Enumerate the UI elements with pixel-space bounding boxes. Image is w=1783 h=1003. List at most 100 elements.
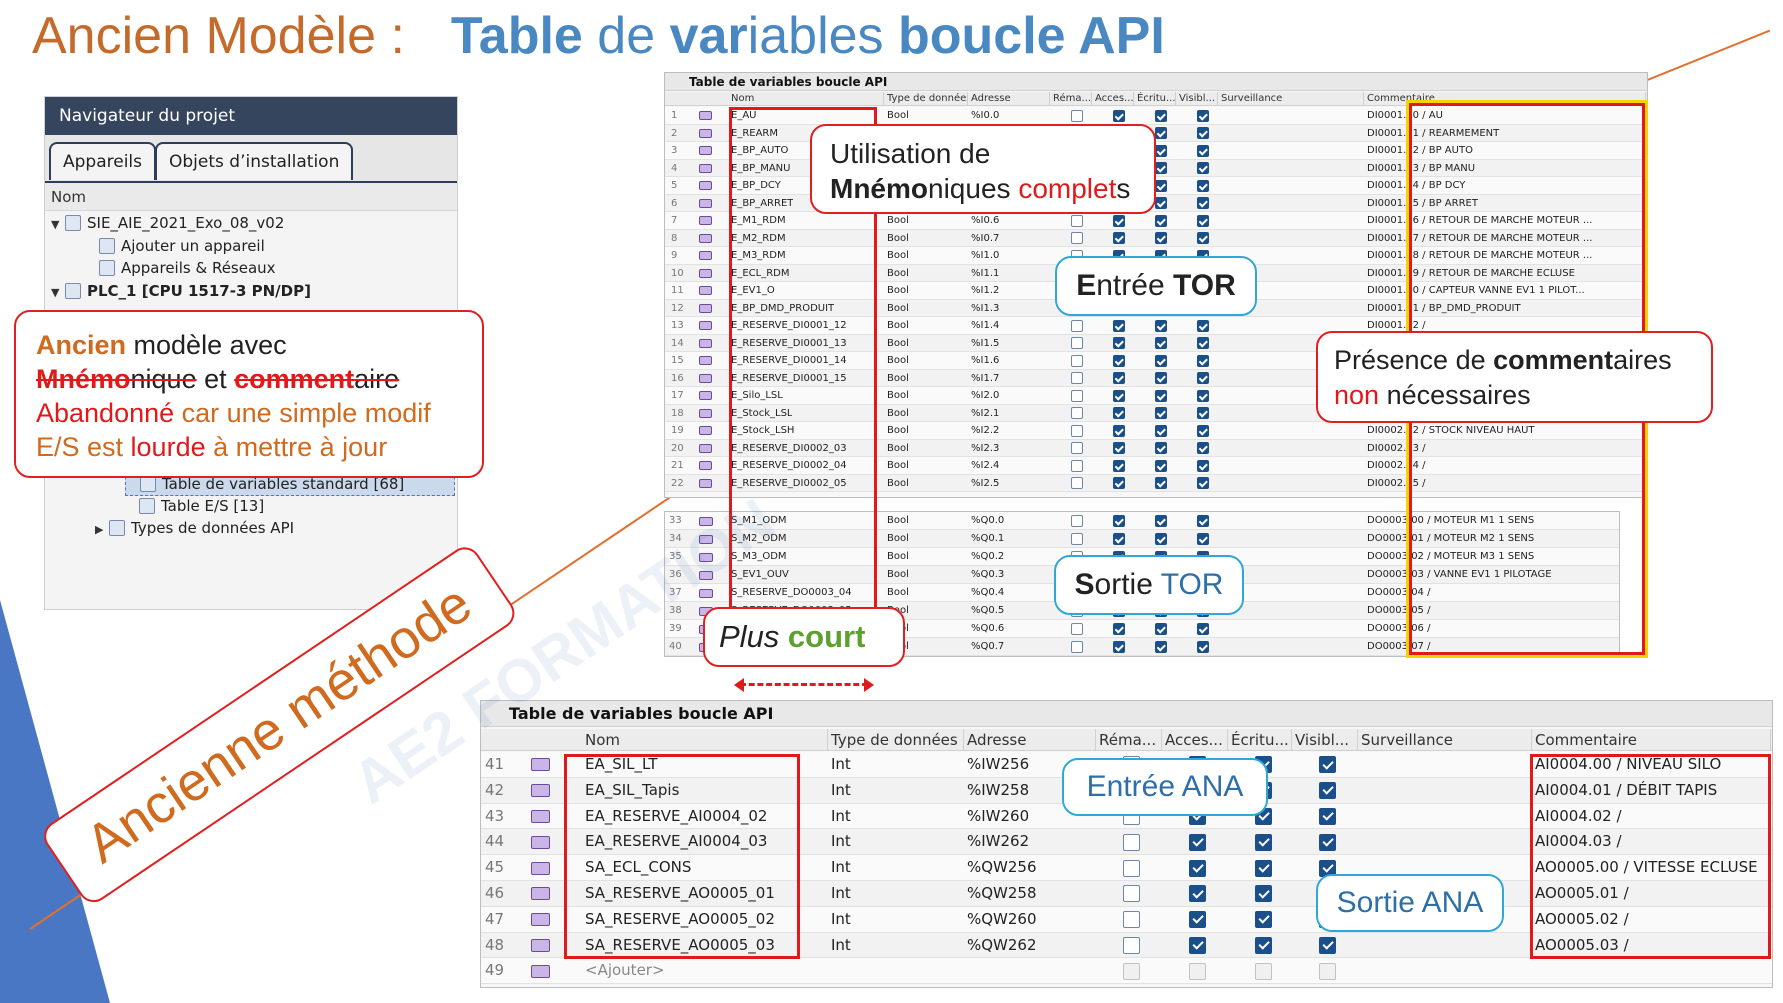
visible-checkbox[interactable] [1197, 337, 1209, 350]
visible-checkbox[interactable] [1197, 459, 1209, 472]
tag-name[interactable]: E_RESERVE_DI0001_12 [731, 320, 847, 331]
tag-type[interactable]: Int [831, 935, 851, 954]
tag-name[interactable]: SA_ECL_CONS [585, 858, 692, 877]
visible-checkbox[interactable] [1319, 782, 1336, 800]
accessible-checkbox[interactable] [1113, 214, 1125, 227]
accessible-checkbox[interactable] [1113, 407, 1125, 420]
visible-checkbox[interactable] [1197, 162, 1209, 175]
tag-address[interactable]: %I2.4 [971, 460, 1000, 471]
writable-checkbox[interactable] [1155, 232, 1167, 245]
tag-type[interactable]: Int [831, 858, 851, 877]
tag-name[interactable]: EA_SIL_Tapis [585, 780, 680, 799]
accessible-checkbox[interactable] [1113, 109, 1125, 122]
tag-comment[interactable]: DI0002.05 / [1367, 477, 1426, 489]
tag-name[interactable]: E_M1_RDM [731, 215, 786, 226]
tag-type[interactable]: Bool [887, 250, 909, 261]
tag-comment[interactable]: DO0003.03 / VANNE EV1 1 PILOTAGE [1367, 569, 1552, 580]
tag-type[interactable]: Bool [887, 302, 909, 314]
tag-address[interactable]: %I1.2 [971, 285, 1000, 296]
tag-type[interactable]: Bool [887, 390, 909, 401]
writable-checkbox[interactable] [1255, 859, 1272, 877]
tag-comment[interactable]: DI0001.04 / BP DCY [1367, 180, 1466, 191]
tag-type[interactable]: Bool [887, 551, 909, 562]
tag-address[interactable]: %I2.3 [971, 442, 1000, 454]
retain-checkbox[interactable] [1071, 623, 1083, 635]
column-header[interactable]: Nom [582, 729, 828, 750]
tag-address[interactable]: %IW258 [967, 780, 1030, 799]
writable-checkbox[interactable] [1155, 127, 1167, 140]
visible-checkbox[interactable] [1319, 936, 1336, 954]
tag-name[interactable]: SA_RESERVE_AO0005_02 [585, 909, 775, 928]
column-header[interactable]: Acces... [1162, 729, 1228, 750]
column-header[interactable]: Surveillance [1218, 92, 1364, 105]
writable-checkbox[interactable] [1155, 337, 1167, 350]
accessible-checkbox[interactable] [1113, 533, 1125, 545]
writable-checkbox[interactable] [1155, 109, 1167, 122]
tag-name[interactable]: E_RESERVE_DI0001_15 [731, 372, 847, 384]
accessible-checkbox[interactable] [1189, 962, 1206, 980]
visible-checkbox[interactable] [1197, 144, 1209, 157]
visible-checkbox[interactable] [1197, 641, 1209, 653]
tag-comment[interactable]: AO0005.00 / VITESSE ECLUSE [1535, 858, 1758, 877]
writable-checkbox[interactable] [1255, 936, 1272, 954]
tag-name[interactable]: E_RESERVE_DI0002_04 [731, 460, 847, 471]
column-header[interactable]: Acces... [1092, 92, 1134, 105]
tag-comment[interactable]: DI0001.00 / AU [1367, 110, 1443, 121]
tag-type[interactable]: Bool [887, 425, 909, 436]
tag-name[interactable]: E_M2_RDM [731, 232, 786, 244]
expand-arrow-icon[interactable]: ▼ [51, 285, 60, 299]
retain-checkbox[interactable] [1071, 533, 1083, 545]
retain-checkbox[interactable] [1071, 214, 1083, 227]
tag-name[interactable]: E_Silo_LSL [731, 390, 783, 401]
tag-address[interactable]: %I2.1 [971, 407, 1000, 419]
tag-comment[interactable]: DO0003.07 / [1367, 641, 1431, 652]
accessible-checkbox[interactable] [1113, 459, 1125, 472]
writable-checkbox[interactable] [1155, 641, 1167, 653]
tag-comment[interactable]: DO0003.02 / MOTEUR M3 1 SENS [1367, 551, 1535, 562]
accessible-checkbox[interactable] [1113, 389, 1125, 402]
tag-comment[interactable]: DI0002.04 / [1367, 460, 1426, 471]
tag-name[interactable]: E_RESERVE_DI0001_14 [731, 355, 847, 366]
tag-name[interactable]: SA_RESERVE_AO0005_01 [585, 884, 775, 902]
writable-checkbox[interactable] [1155, 197, 1167, 210]
tag-address[interactable]: %I1.4 [971, 320, 1000, 331]
tag-type[interactable]: Bool [887, 372, 909, 384]
tag-name[interactable]: E_Stock_LSL [731, 407, 793, 419]
tag-name[interactable]: EA_RESERVE_AI0004_02 [585, 806, 768, 825]
tag-address[interactable]: %I1.1 [971, 267, 1000, 279]
writable-checkbox[interactable] [1255, 833, 1272, 851]
tag-type[interactable]: Int [831, 884, 851, 902]
column-header[interactable]: Type de données [828, 729, 964, 750]
tag-type[interactable]: Bool [887, 569, 909, 580]
retain-checkbox[interactable] [1071, 109, 1083, 122]
tag-address[interactable]: %I1.0 [971, 250, 1000, 261]
retain-checkbox[interactable] [1071, 372, 1083, 385]
writable-checkbox[interactable] [1155, 162, 1167, 175]
writable-checkbox[interactable] [1155, 459, 1167, 472]
tag-type[interactable]: Int [831, 806, 851, 825]
tag-comment[interactable]: DI0001.05 / BP ARRET [1367, 197, 1478, 209]
tag-type[interactable]: Int [831, 780, 851, 799]
accessible-checkbox[interactable] [1113, 354, 1125, 367]
retain-checkbox[interactable] [1071, 232, 1083, 245]
tab-appareils[interactable]: Appareils [49, 142, 157, 180]
visible-checkbox[interactable] [1197, 623, 1209, 635]
accessible-checkbox[interactable] [1189, 936, 1206, 954]
accessible-checkbox[interactable] [1113, 623, 1125, 635]
tag-address[interactable]: %Q0.2 [971, 551, 1005, 562]
retain-checkbox[interactable] [1071, 389, 1083, 402]
visible-checkbox[interactable] [1197, 424, 1209, 437]
tag-address[interactable]: %Q0.4 [971, 587, 1005, 598]
accessible-checkbox[interactable] [1113, 319, 1125, 332]
writable-checkbox[interactable] [1155, 214, 1167, 227]
visible-checkbox[interactable] [1197, 533, 1209, 545]
tag-type[interactable]: Bool [887, 267, 909, 279]
tag-comment[interactable]: AI0004.00 / NIVEAU SILO [1535, 755, 1722, 773]
accessible-checkbox[interactable] [1113, 232, 1125, 245]
